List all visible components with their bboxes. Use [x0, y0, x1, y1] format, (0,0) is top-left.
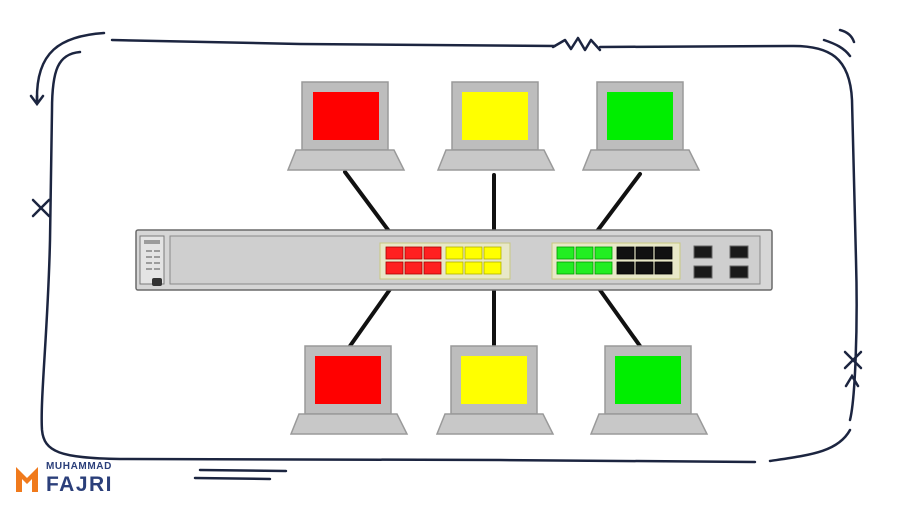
port [445, 246, 464, 260]
sfp-port [729, 265, 749, 279]
laptop-screen [607, 92, 673, 140]
port [423, 261, 442, 275]
laptop-screen [461, 356, 527, 404]
laptop-screen [313, 92, 379, 140]
ports-red [385, 246, 442, 275]
port [616, 261, 635, 275]
port [483, 246, 502, 260]
brand-logo-icon [16, 466, 38, 492]
port [464, 246, 483, 260]
laptop-top-red [286, 81, 406, 171]
network-switch [135, 229, 773, 291]
laptop-screen [462, 92, 528, 140]
port [385, 261, 404, 275]
port [654, 261, 673, 275]
sfp-port [693, 245, 713, 259]
brand-watermark: MUHAMMAD FAJRI [14, 462, 113, 495]
port [654, 246, 673, 260]
laptop-bottom-yellow [435, 345, 555, 435]
status-leds [144, 240, 160, 270]
ports-yellow [445, 246, 502, 275]
sketch-frame [35, 28, 858, 481]
laptop-bottom-red [289, 345, 409, 435]
sfp-ports [693, 245, 749, 279]
frame-arrow-right [844, 373, 860, 388]
laptop-bottom-green [589, 345, 709, 435]
port [385, 246, 404, 260]
port [635, 261, 654, 275]
port [616, 246, 635, 260]
port [575, 246, 594, 260]
ports-unassigned [616, 246, 673, 275]
port [594, 246, 613, 260]
port [635, 246, 654, 260]
port [483, 261, 502, 275]
mode-button [152, 278, 162, 286]
frame-cross-left [31, 198, 51, 218]
port [556, 261, 575, 275]
port [423, 246, 442, 260]
port [445, 261, 464, 275]
laptop-screen [615, 356, 681, 404]
ports-green [556, 246, 613, 275]
port [556, 246, 575, 260]
port [404, 261, 423, 275]
laptop-screen [315, 356, 381, 404]
brand-name-small: MUHAMMAD [46, 461, 112, 472]
frame-arrow-left [29, 94, 45, 107]
port [464, 261, 483, 275]
brand-name-big: FAJRI [46, 473, 114, 496]
port [404, 246, 423, 260]
laptop-top-yellow [436, 81, 556, 171]
sfp-port [693, 265, 713, 279]
port [594, 261, 613, 275]
frame-cross-right [843, 350, 863, 370]
port [575, 261, 594, 275]
sfp-port [729, 245, 749, 259]
laptop-top-green [581, 81, 701, 171]
